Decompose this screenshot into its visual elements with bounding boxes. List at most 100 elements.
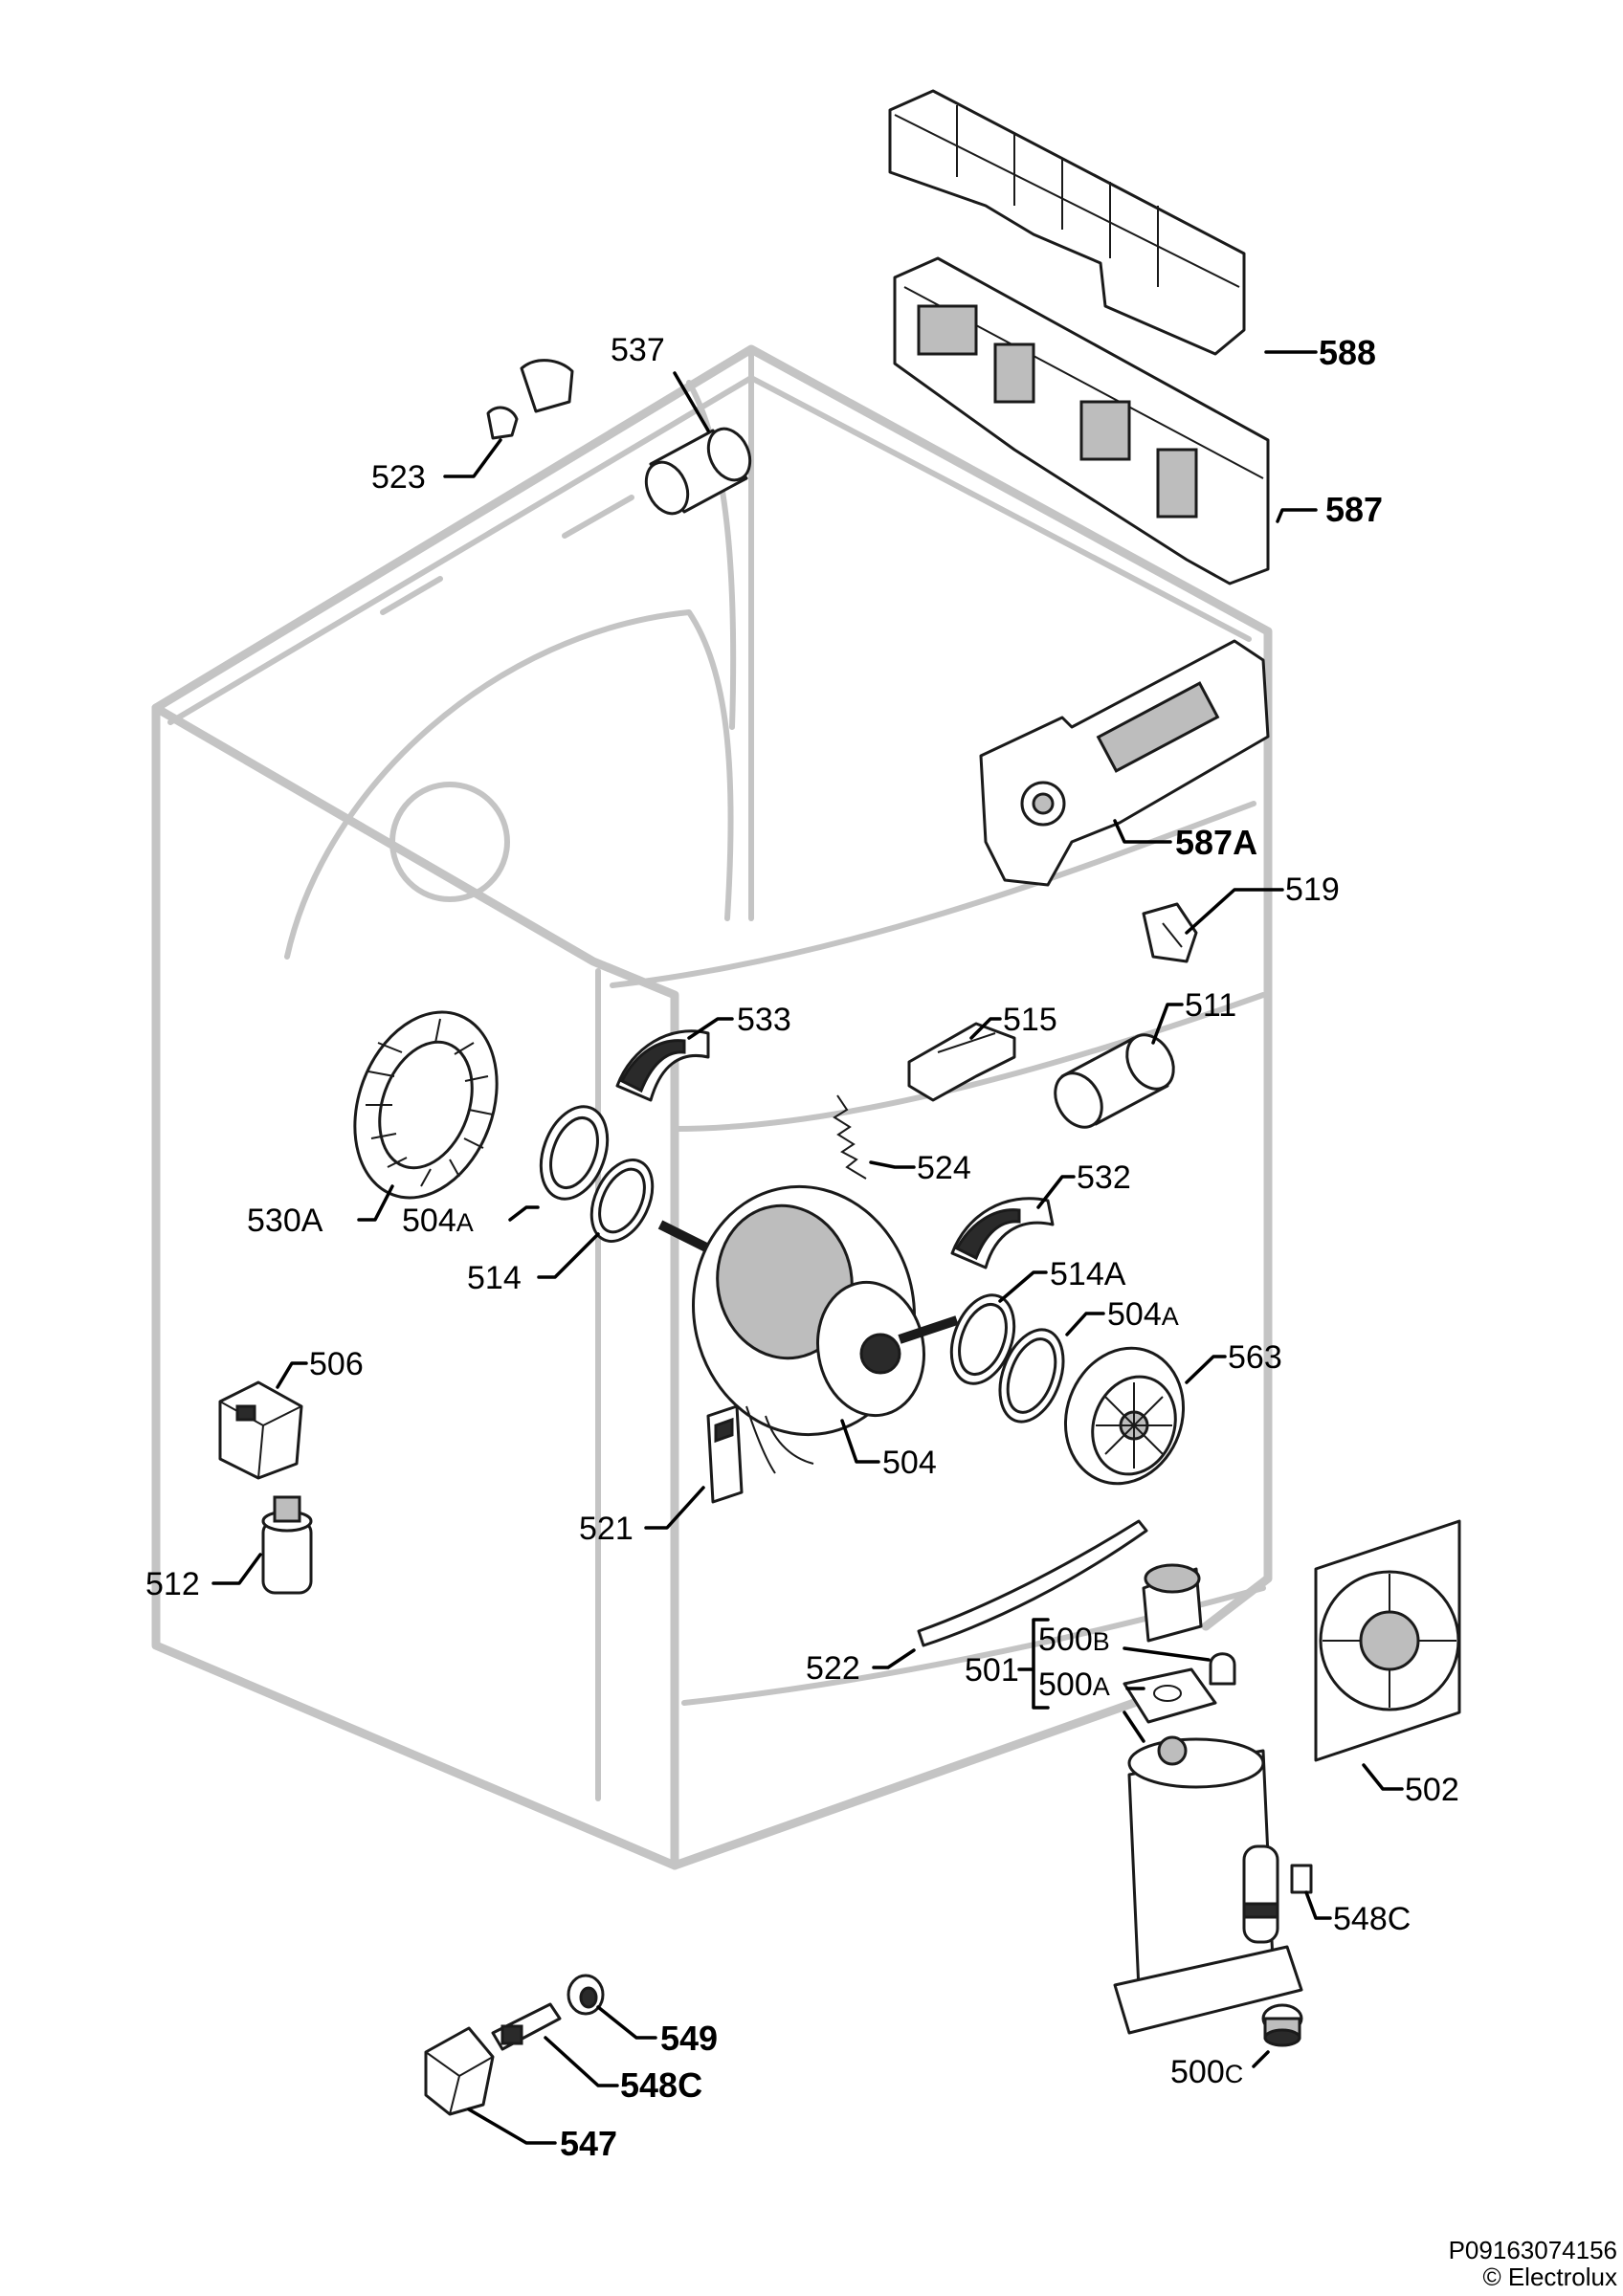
fan-wheel-530A (353, 1010, 499, 1200)
label-500C: 500C (1170, 2054, 1243, 2090)
pulley-563 (1063, 1346, 1186, 1486)
bracket-532 (950, 1197, 1055, 1269)
label-549: 549 (660, 2019, 718, 2058)
label-524: 524 (917, 1150, 971, 1186)
connector-548C-right (1290, 1864, 1313, 1894)
ring-504A-right (998, 1328, 1065, 1424)
label-504A-left-num: 504 (402, 1203, 456, 1239)
label-506: 506 (309, 1346, 364, 1382)
leader-511 (1151, 1003, 1184, 1045)
copyright: © Electrolux (1482, 2263, 1617, 2291)
label-548C-right: 548C (1333, 1901, 1411, 1937)
leader-523 (443, 438, 502, 478)
label-588: 588 (1319, 333, 1376, 372)
leader-500C (1252, 2050, 1270, 2068)
solenoid-506 (218, 1380, 303, 1480)
part-labels: 588 587 537 523 587A 519 533 515 511 524… (145, 332, 1459, 2163)
filter-511 (1054, 1033, 1175, 1129)
leader-532 (1036, 1175, 1076, 1209)
label-519: 519 (1285, 872, 1340, 908)
label-521: 521 (579, 1511, 634, 1547)
ring-514-left (589, 1159, 655, 1243)
ring-514A (949, 1293, 1016, 1385)
leader-587A (1113, 819, 1172, 844)
label-504: 504 (882, 1445, 937, 1481)
leader-500B (1123, 1646, 1211, 1662)
leader-530A (357, 1184, 394, 1222)
spring-524 (833, 1094, 867, 1180)
leader-519 (1185, 888, 1284, 935)
label-504A-right-suffix: A (1162, 1302, 1179, 1331)
brace-501 (1017, 1618, 1050, 1710)
label-500B-num: 500 (1038, 1622, 1093, 1658)
label-515: 515 (1003, 1002, 1057, 1038)
leader-514A (998, 1270, 1048, 1303)
leader-504 (840, 1419, 880, 1464)
top-cover-588 (888, 89, 1246, 356)
leader-522 (872, 1648, 916, 1669)
valve-500B (1142, 1563, 1236, 1686)
leader-563 (1185, 1355, 1227, 1384)
leader-compressor (1123, 1711, 1145, 1743)
fan-502 (1314, 1519, 1461, 1762)
leader-537 (673, 371, 710, 432)
capacitor-537 (644, 427, 752, 516)
leader-lines (211, 350, 1404, 2145)
leader-533 (687, 1017, 734, 1040)
leader-506 (276, 1361, 308, 1389)
label-500C-num: 500 (1170, 2054, 1225, 2090)
leader-548C-right (1304, 1890, 1332, 1920)
cylinder-512 (261, 1495, 313, 1595)
leader-502 (1362, 1763, 1404, 1791)
control-module-587 (893, 256, 1270, 585)
label-501: 501 (965, 1652, 1019, 1689)
label-563: 563 (1228, 1339, 1282, 1376)
ring-504A-left (539, 1105, 610, 1201)
label-504A-right: 504A (1107, 1296, 1179, 1333)
leader-504A-left (508, 1205, 540, 1222)
leader-548C-left (544, 2036, 619, 2087)
label-511: 511 (1185, 987, 1236, 1024)
label-504A-right-num: 504 (1107, 1296, 1162, 1333)
label-587: 587 (1325, 490, 1383, 529)
label-548C-left: 548C (620, 2065, 702, 2105)
leader-524 (869, 1160, 916, 1169)
footer: P09163074156 © Electrolux (1449, 2236, 1617, 2291)
label-537: 537 (611, 332, 665, 368)
label-500A-num: 500 (1038, 1667, 1093, 1703)
cabinet-outline (151, 344, 1273, 1870)
sensor-521 (706, 1404, 744, 1504)
label-530A: 530A (247, 1203, 323, 1239)
label-504A-left: 504A (402, 1203, 474, 1239)
leader-512 (211, 1553, 262, 1585)
label-523: 523 (371, 459, 426, 496)
label-500A-suffix: A (1093, 1672, 1110, 1701)
sensor-547 (424, 2026, 495, 2116)
label-522: 522 (806, 1650, 860, 1687)
drawing-code: P09163074156 (1449, 2236, 1617, 2264)
compressor (1113, 1735, 1303, 2035)
leader-521 (644, 1486, 705, 1530)
label-587A: 587A (1175, 823, 1257, 862)
bracket-533 (615, 1029, 710, 1102)
gasket-500A (1123, 1667, 1217, 1724)
label-500C-suffix: C (1225, 2060, 1244, 2088)
motor-504 (657, 1184, 959, 1474)
control-panel-587A (979, 639, 1270, 887)
foot-500C (1261, 2003, 1303, 2047)
strip-522 (917, 1519, 1148, 1647)
leader-547 (467, 2108, 557, 2145)
leader-549 (596, 2005, 657, 2040)
leader-504A-right (1065, 1312, 1105, 1336)
label-532: 532 (1077, 1159, 1131, 1196)
clip-523 (486, 359, 574, 440)
label-500B: 500B (1038, 1622, 1110, 1658)
leader-515 (969, 1017, 1002, 1040)
label-512: 512 (145, 1566, 200, 1602)
label-514A: 514A (1050, 1256, 1126, 1292)
label-504A-left-suffix: A (456, 1208, 474, 1237)
sensor-519 (1142, 902, 1198, 963)
label-514: 514 (467, 1260, 522, 1296)
label-547: 547 (560, 2124, 617, 2163)
